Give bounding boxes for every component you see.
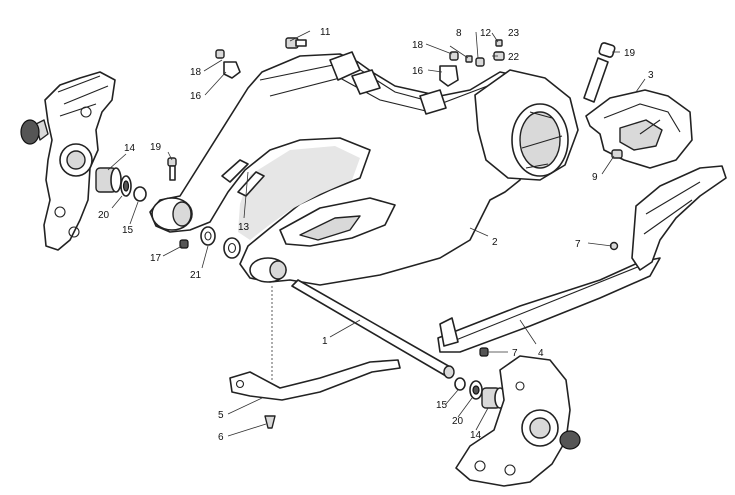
callout-18-right: 18 (412, 40, 424, 51)
callout-labels: 11 18 16 8 12 23 22 18 16 19 3 9 2 13 14… (98, 27, 654, 443)
callout-1: 1 (322, 336, 328, 347)
callout-13: 13 (238, 222, 250, 233)
left-frame-plate (20, 71, 116, 251)
clip-16-left (215, 49, 241, 79)
callout-22: 22 (508, 52, 520, 63)
washers-21 (179, 226, 241, 259)
callout-21: 21 (190, 270, 202, 281)
callout-17: 17 (150, 253, 162, 264)
bolt-7-lower (479, 347, 489, 357)
cover (585, 89, 693, 169)
right-frame-plate (455, 355, 581, 487)
callout-19-right: 19 (624, 48, 636, 59)
callout-11: 11 (320, 27, 331, 38)
callout-7-upper: 7 (575, 239, 581, 250)
bolt-11 (285, 37, 307, 49)
swingarm (149, 51, 579, 286)
bolt-9 (611, 149, 623, 159)
callout-15-right: 15 (436, 400, 448, 411)
leader-lines (107, 30, 646, 437)
chain-guard (609, 165, 727, 271)
callout-16-left: 16 (190, 91, 202, 102)
clip-16-right (439, 39, 505, 87)
callout-9: 9 (592, 172, 598, 183)
pivot-shaft (291, 279, 455, 379)
callout-4: 4 (538, 348, 544, 359)
callout-12: 12 (480, 28, 492, 39)
left-bushing-set (95, 167, 147, 202)
callout-5: 5 (218, 410, 224, 421)
bolt-19-right (583, 42, 616, 103)
callout-3: 3 (648, 70, 654, 81)
callout-14-right: 14 (470, 430, 482, 441)
callout-16-right: 16 (412, 66, 424, 77)
callout-7-lower: 7 (512, 348, 518, 359)
callout-20-right: 20 (452, 416, 464, 427)
right-bushing-set (454, 377, 506, 409)
callout-15-left: 15 (122, 225, 134, 236)
callout-20-left: 20 (98, 210, 110, 221)
callout-2: 2 (492, 237, 498, 248)
bracket (229, 359, 401, 429)
callout-19-left: 19 (150, 142, 162, 153)
callout-6: 6 (218, 432, 224, 443)
callout-18-left: 18 (190, 67, 202, 78)
callout-14-left: 14 (124, 143, 136, 154)
callout-23: 23 (508, 28, 520, 39)
bolt-19-left (167, 157, 177, 181)
callout-8: 8 (456, 28, 462, 39)
chain-slider (437, 257, 661, 353)
